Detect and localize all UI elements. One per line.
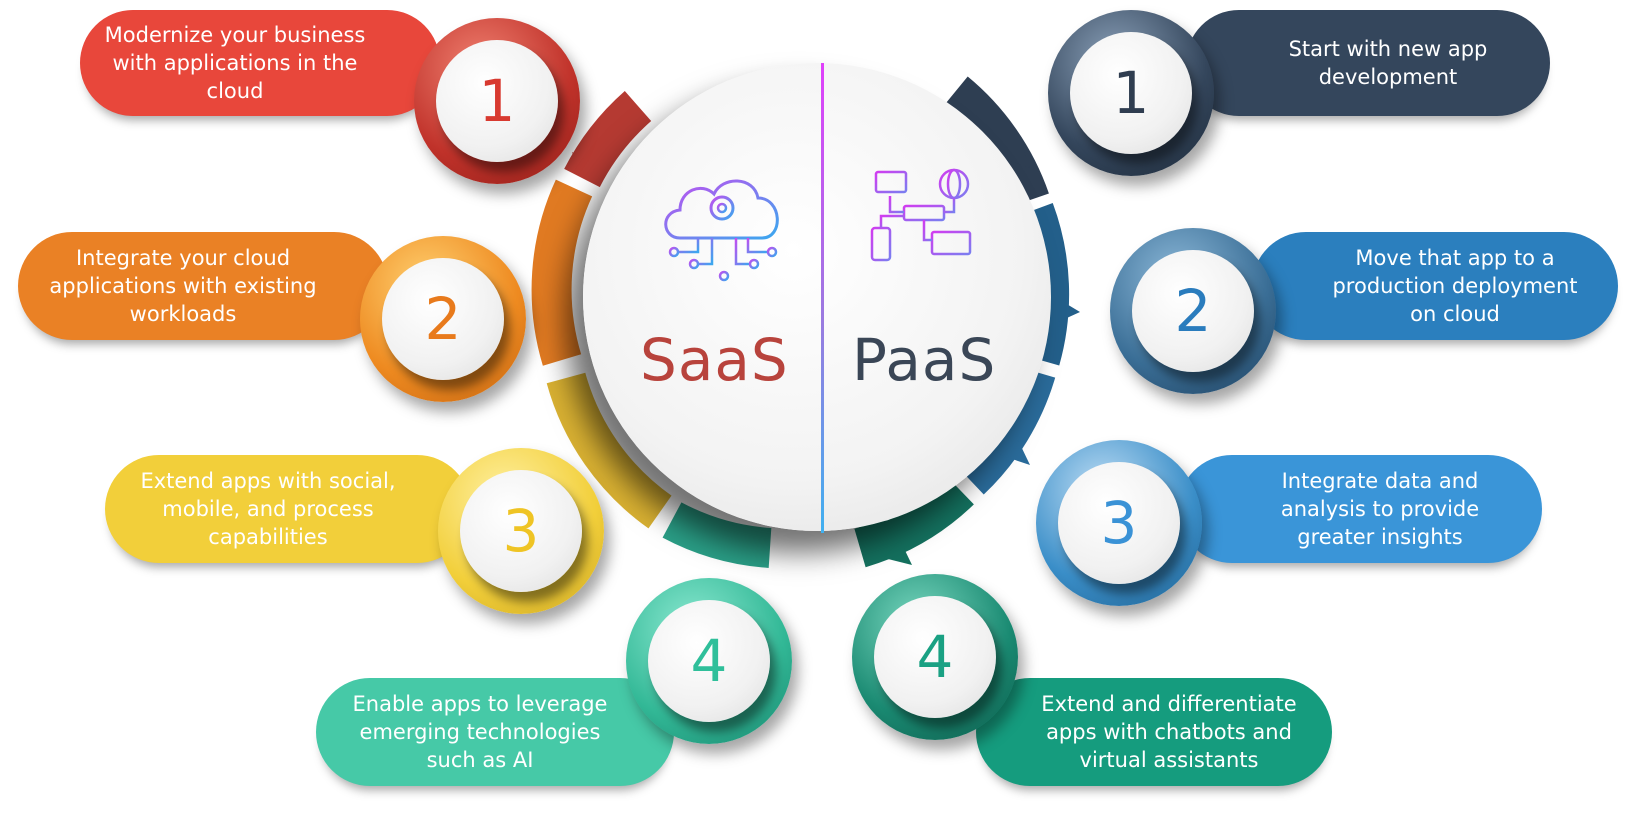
saas-step-2-pill: Integrate your cloud applications with e…	[18, 232, 388, 340]
saas-step-4-line-2: emerging technologies	[359, 720, 601, 744]
ring-arc-saas-4	[662, 502, 772, 568]
paas-step-2-line-3: on cloud	[1410, 302, 1500, 326]
saas-step-3-number: 3	[460, 470, 582, 592]
paas-step-4-number: 4	[874, 596, 996, 718]
arrow-tip	[1002, 140, 1030, 168]
saas-step-4-badge: 4	[626, 578, 792, 744]
saas-step-1-line-1: Modernize your business	[104, 23, 366, 47]
paas-step-3-line-3: greater insights	[1297, 525, 1463, 549]
network-devices-icon	[870, 168, 972, 262]
saas-step-3-line-1: Extend apps with social,	[140, 469, 396, 493]
paas-step-2-number: 2	[1132, 250, 1254, 372]
ring-arc-saas-2	[531, 179, 593, 366]
paas-step-4-line-2: apps with chatbots and	[1046, 720, 1292, 744]
paas-step-4-line-3: virtual assistants	[1079, 748, 1259, 772]
saas-step-2-line-3: workloads	[129, 302, 237, 326]
saas-step-1-badge: 1	[414, 18, 580, 184]
paas-step-1-number: 1	[1070, 32, 1192, 154]
paas-step-4-badge: 4	[852, 574, 1018, 740]
arrow-tip	[1058, 300, 1080, 322]
paas-step-2-line-1: Move that app to a	[1355, 246, 1555, 270]
saas-label: SaaS	[640, 326, 789, 394]
paas-step-1-badge: 1	[1048, 10, 1214, 176]
paas-step-3-line-2: analysis to provide	[1280, 497, 1480, 521]
saas-step-1-pill: Modernize your business with application…	[80, 10, 440, 116]
arrow-tip	[1000, 440, 1030, 465]
paas-step-1-line-1: Start with new app	[1288, 37, 1488, 61]
paas-step-4-line-1: Extend and differentiate	[1041, 692, 1297, 716]
saas-step-2-badge: 2	[360, 236, 526, 402]
center-divider	[821, 63, 824, 533]
saas-step-2-line-1: Integrate your cloud	[75, 246, 291, 270]
ring-arc-paas-1	[942, 76, 1049, 207]
saas-step-2-number: 2	[382, 258, 504, 380]
paas-step-4-pill: Extend and differentiate apps with chatb…	[976, 678, 1332, 786]
paas-step-3-line-1: Integrate data and	[1281, 469, 1479, 493]
saas-step-4-pill: Enable apps to leverage emerging technol…	[316, 678, 674, 786]
paas-step-3-number: 3	[1058, 462, 1180, 584]
saas-step-1-line-2: with applications in the	[112, 51, 358, 75]
cloud-gear-icon	[664, 179, 779, 282]
saas-step-3-line-2: mobile, and process	[162, 497, 374, 521]
paas-step-3-badge: 3	[1036, 440, 1202, 606]
paas-step-3-pill: Integrate data and analysis to provide g…	[1178, 455, 1542, 563]
paas-step-1-pill: Start with new app development	[1186, 10, 1550, 116]
saas-step-3-pill: Extend apps with social, mobile, and pro…	[105, 455, 471, 563]
arrow-tip	[884, 540, 912, 565]
arrow-tip	[734, 540, 760, 566]
paas-step-1-line-2: development	[1318, 65, 1458, 89]
saas-step-3-line-3: capabilities	[208, 525, 328, 549]
ring-arc-paas-4	[854, 475, 974, 568]
saas-step-3-badge: 3	[438, 448, 604, 614]
saas-step-2-line-2: applications with existing	[49, 274, 317, 298]
saas-step-4-line-3: such as AI	[426, 748, 534, 772]
paas-step-2-badge: 2	[1110, 228, 1276, 394]
paas-step-2-pill: Move that app to a production deployment…	[1252, 232, 1618, 340]
arrow-tip	[540, 305, 562, 325]
center-disc	[583, 63, 1051, 531]
saas-step-1-line-3: cloud	[206, 79, 264, 103]
arrow-tip	[572, 152, 590, 175]
saas-step-4-number: 4	[648, 600, 770, 722]
ring-arc-saas-3	[546, 372, 672, 529]
ring-arc-saas-1	[564, 90, 652, 188]
paas-step-2-line-2: production deployment	[1332, 274, 1578, 298]
saas-step-1-number: 1	[436, 40, 558, 162]
paas-label: PaaS	[852, 326, 997, 394]
saas-step-4-line-1: Enable apps to leverage	[352, 692, 608, 716]
